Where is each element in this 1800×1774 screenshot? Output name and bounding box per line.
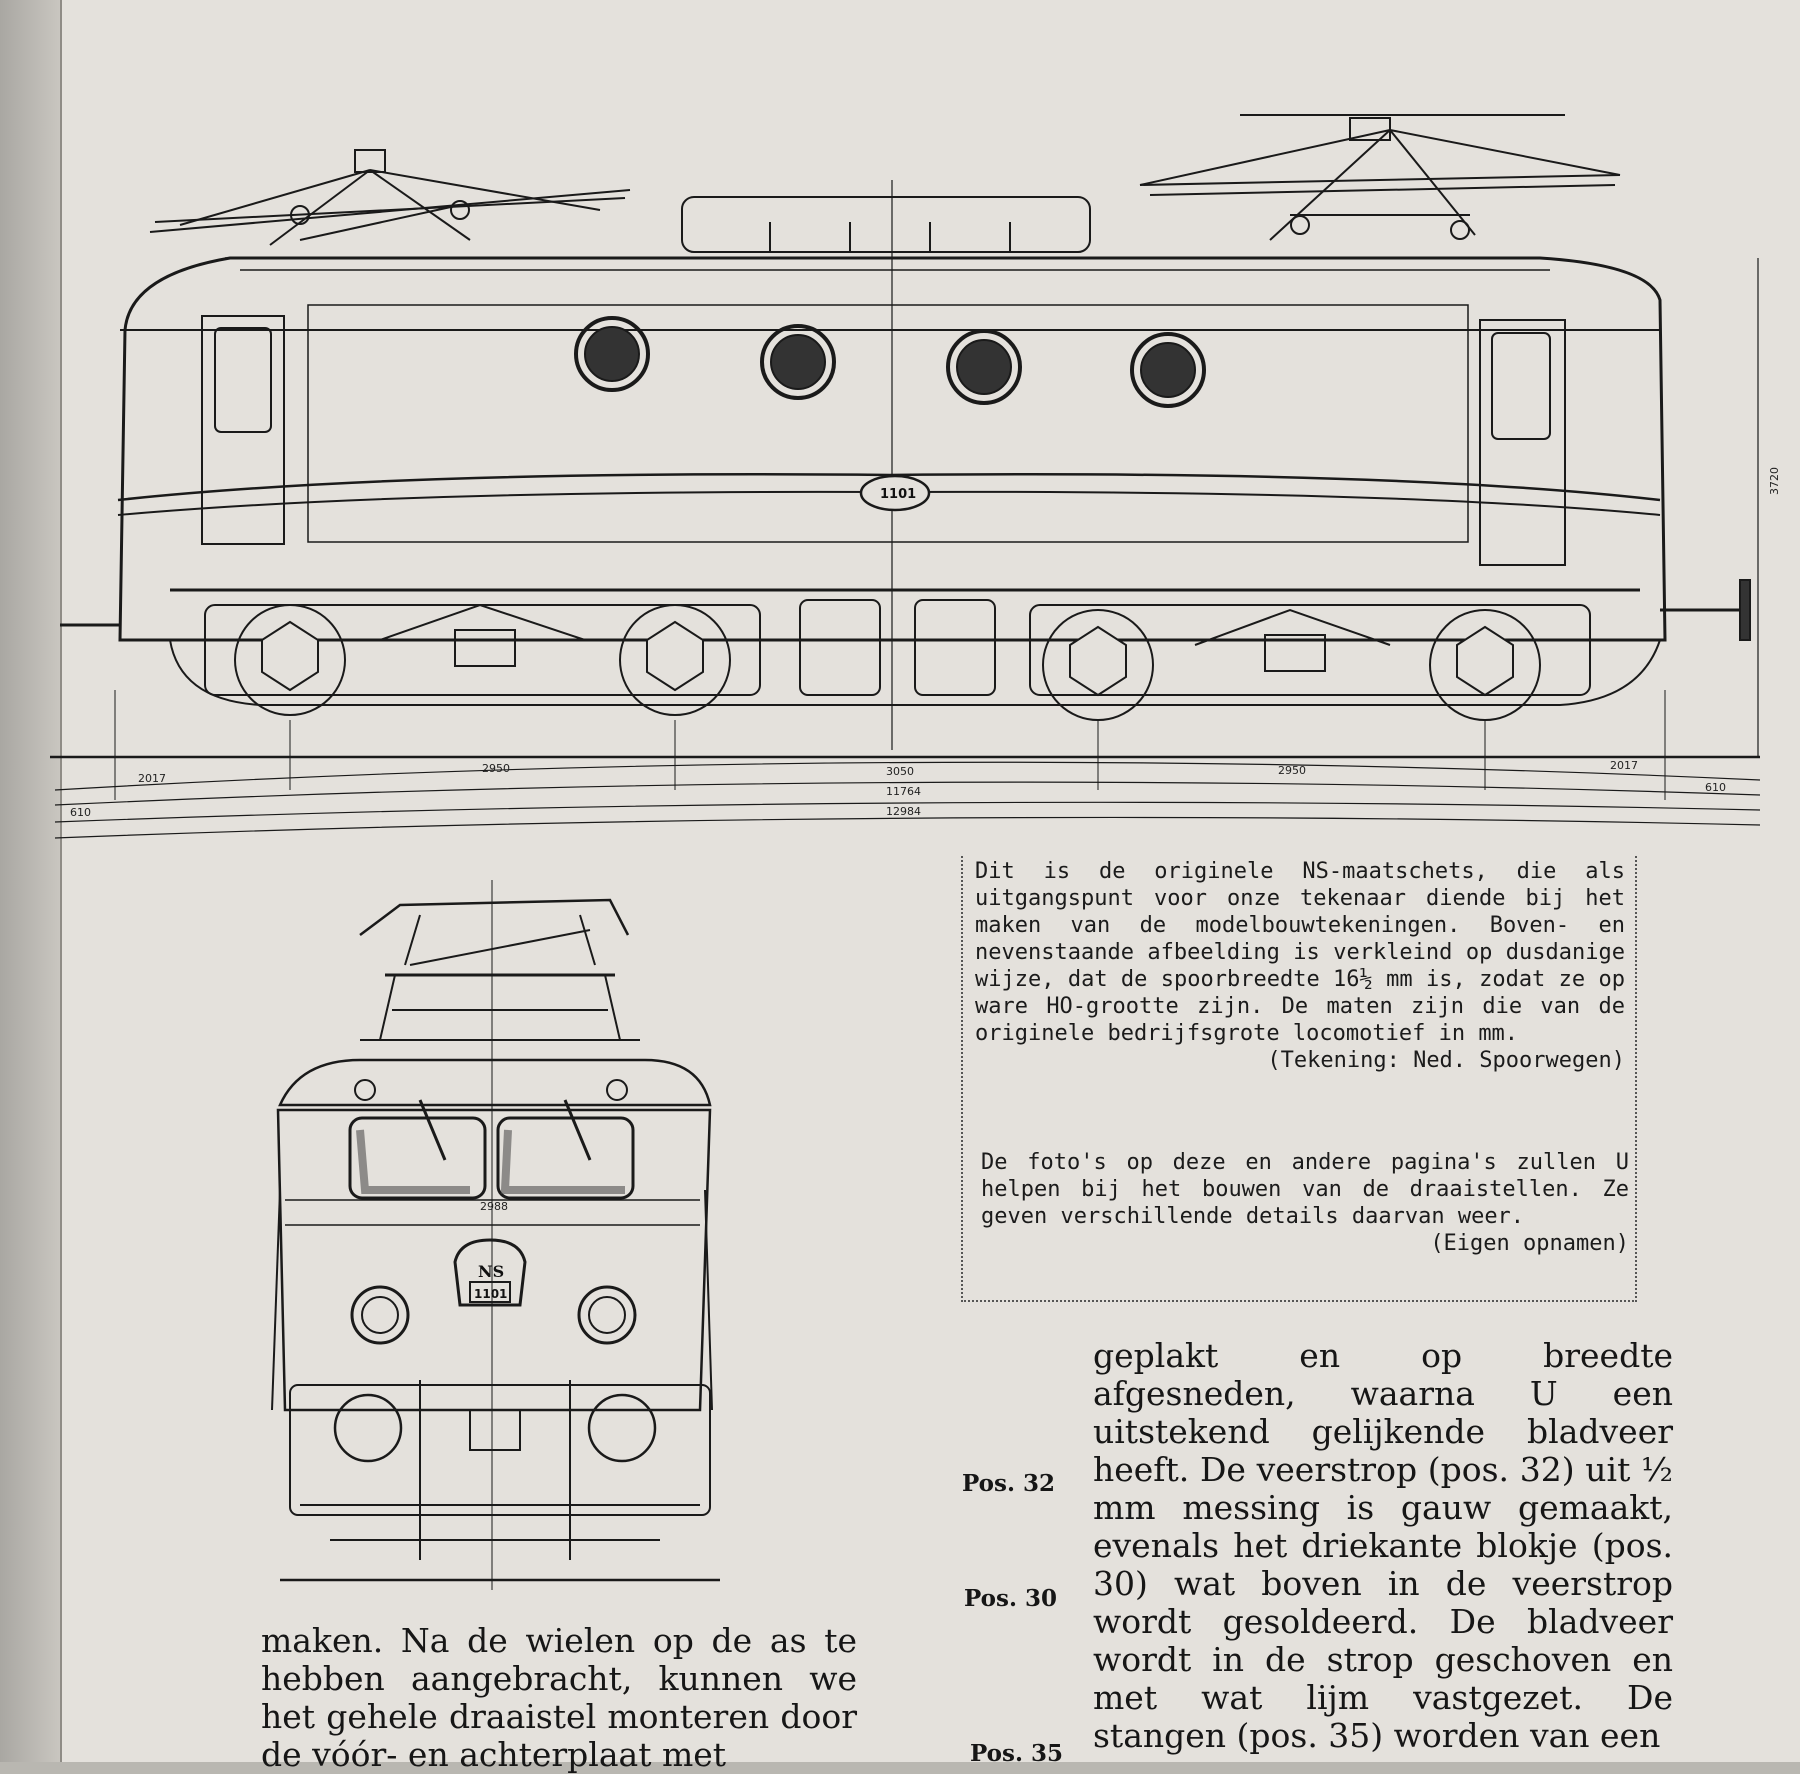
dim-right-overhang: 610 xyxy=(1705,781,1726,794)
magazine-page xyxy=(60,0,1800,1762)
dim-left-overhang: 610 xyxy=(70,806,91,819)
ns-logo: NS xyxy=(478,1262,504,1281)
front-number-plate: 1101 xyxy=(474,1287,507,1301)
dim-height: 3720 xyxy=(1768,467,1781,495)
caption-box: Dit is de originele NS-maatschets, die a… xyxy=(961,856,1637,1302)
dim-label: 2950 xyxy=(1278,764,1306,777)
caption-text-1: Dit is de originele NS-maatschets, die a… xyxy=(975,859,1625,1046)
pantograph-left xyxy=(149,149,631,246)
caption-credit-1: (Tekening: Ned. Spoorwegen) xyxy=(1267,1048,1625,1073)
bogie-left xyxy=(204,599,881,716)
dim-label: 3050 xyxy=(886,765,914,778)
side-view xyxy=(50,114,1761,839)
dim-label: 2017 xyxy=(138,772,166,785)
dim-total-length: 12984 xyxy=(886,805,921,818)
caption-paragraph-2: De foto's op deze en andere pagina's zul… xyxy=(981,1149,1629,1257)
dim-label: 2017 xyxy=(1610,759,1638,772)
pantograph-right xyxy=(1139,114,1621,241)
dim-label: 2950 xyxy=(482,762,510,775)
margin-label-pos-35: Pos. 35 xyxy=(970,1740,1063,1767)
body-text-left-column: maken. Na de wielen op de as te hebben a… xyxy=(261,1621,857,1774)
front-view xyxy=(271,880,720,1590)
caption-credit-2: (Eigen opnamen) xyxy=(1430,1231,1629,1256)
margin-label-pos-30: Pos. 30 xyxy=(964,1585,1057,1612)
binding-shadow xyxy=(0,0,60,1762)
dim-total-axles: 11764 xyxy=(886,785,921,798)
dimension-labels: 2017 2950 3050 2950 2017 11764 12984 610… xyxy=(70,467,1781,819)
margin-label-pos-32: Pos. 32 xyxy=(962,1470,1055,1497)
caption-paragraph-1: Dit is de originele NS-maatschets, die a… xyxy=(975,858,1625,1074)
loco-number-plate: 1101 xyxy=(880,487,916,502)
caption-text-2: De foto's op deze en andere pagina's zul… xyxy=(981,1150,1629,1229)
bogie-right xyxy=(914,599,1591,721)
front-width-dim: 2988 xyxy=(480,1200,508,1213)
body-text-right-column: geplakt en op breedte afgesneden, waarna… xyxy=(1093,1336,1673,1755)
